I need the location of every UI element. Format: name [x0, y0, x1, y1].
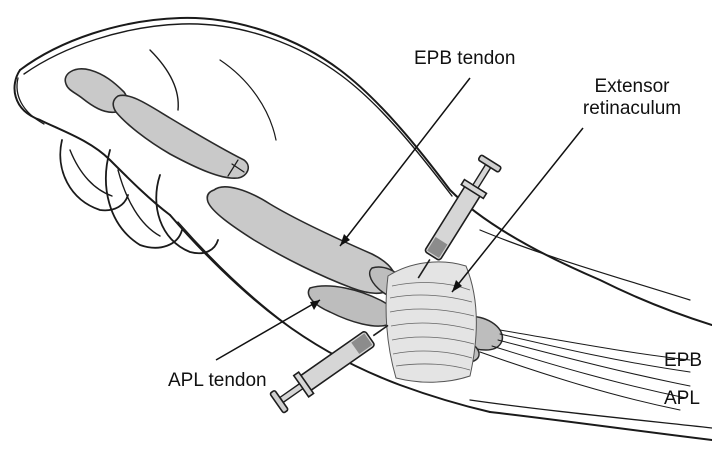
lower-syringe [269, 315, 395, 414]
apl-tendon-label: APL tendon [168, 370, 267, 392]
apl-label: APL [664, 388, 700, 410]
extensor-retinaculum-label-line1: Extensor [572, 76, 692, 98]
epb-tendon-label: EPB tendon [414, 48, 515, 70]
extensor-retinaculum-label-line2: retinaculum [572, 98, 692, 120]
epb-label: EPB [664, 350, 702, 372]
extensor-retinaculum [386, 262, 476, 382]
apl-leader-line [216, 300, 320, 360]
thumb-bones [65, 69, 395, 293]
extensor-retinaculum-label: Extensor retinaculum [572, 76, 692, 120]
